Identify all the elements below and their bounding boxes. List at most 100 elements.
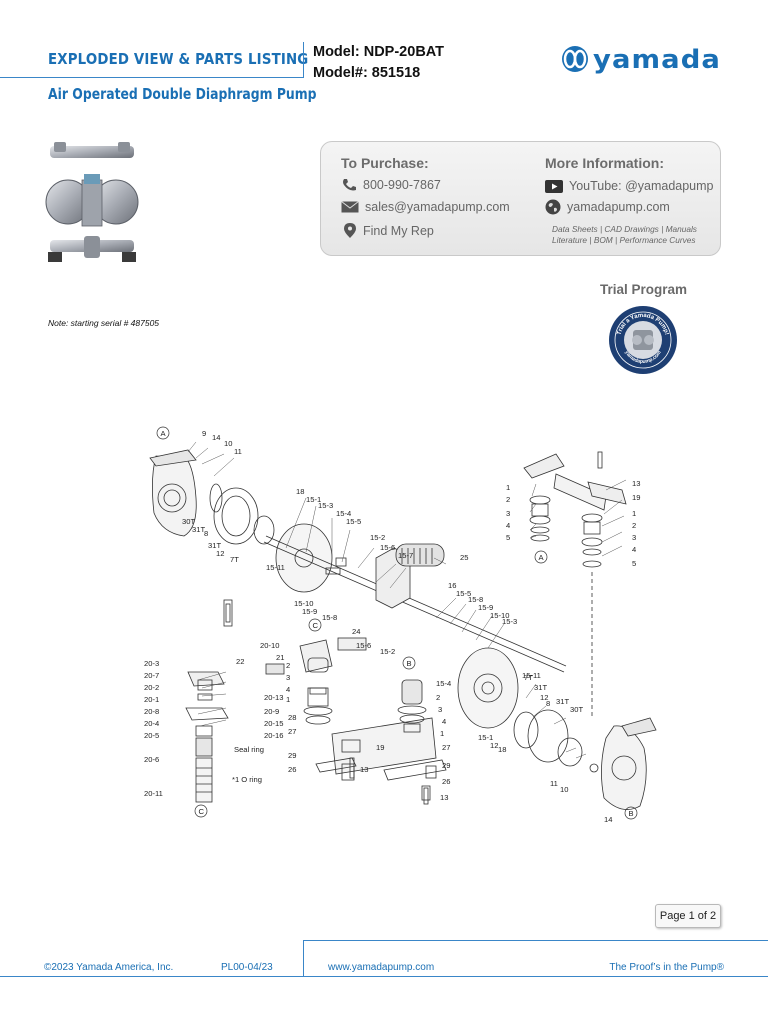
part-callout: 15-5 <box>456 589 471 598</box>
serial-note: Note: starting serial # 487505 <box>48 318 160 328</box>
page-subtitle: Air Operated Double Diaphragm Pump <box>48 85 317 103</box>
part-callout: 7T <box>230 555 239 564</box>
part-callout: 13 <box>632 479 640 488</box>
part-callout: 20-7 <box>144 671 159 680</box>
youtube-icon <box>545 179 563 193</box>
website-link[interactable]: yamadapump.com <box>545 199 670 215</box>
part-callout: 3 <box>438 705 442 714</box>
part-callout: 20-2 <box>144 683 159 692</box>
part-callout: 19 <box>632 493 640 502</box>
map-pin-icon <box>344 223 356 238</box>
callout-circle <box>402 656 416 670</box>
part-callout: A <box>161 429 167 438</box>
part-callout: 15-6 <box>380 543 395 552</box>
part-callout: 15-9 <box>302 607 317 616</box>
youtube-handle: YouTube: @yamadapump <box>569 179 714 193</box>
leader-lines <box>187 441 627 759</box>
part-callout: 1 <box>286 695 290 704</box>
part-callout: 29 <box>288 751 296 760</box>
part-callout: 13 <box>440 793 448 802</box>
part-callout: 20-15 <box>264 719 283 728</box>
contact-box <box>320 141 721 256</box>
part-callout: C <box>199 807 205 816</box>
part-callout: 15-10 <box>294 599 313 608</box>
part-callout: 15-5 <box>346 517 361 526</box>
part-callout: 15-3 <box>318 501 333 510</box>
part-callout: 2 <box>632 521 636 530</box>
part-callout: 27 <box>442 743 450 752</box>
part-callout: 20-13 <box>264 693 283 702</box>
footer-website-link[interactable]: www.yamadapump.com <box>328 962 435 973</box>
youtube-link[interactable]: YouTube: @yamadapump <box>545 179 714 193</box>
part-callout: 15-3 <box>502 617 517 626</box>
part-callout: 12 <box>490 741 498 750</box>
phone-link[interactable]: 800-990-7867 <box>341 178 441 192</box>
part-callout: 20-1 <box>144 695 159 704</box>
part-callout: 1 <box>506 483 510 492</box>
part-callout: 15-1 <box>478 733 493 742</box>
part-callout: 2 <box>286 661 290 670</box>
part-callout: 12 <box>216 549 224 558</box>
model-name: Model: NDP-20BAT <box>313 44 445 60</box>
email-link[interactable]: sales@yamadapump.com <box>341 200 510 214</box>
part-callout: 14 <box>212 433 220 442</box>
callout-circle <box>624 806 638 820</box>
part-callout: 30T <box>182 517 195 526</box>
part-callout: 15-4 <box>436 679 451 688</box>
page-indicator: Page 1 of 2 <box>655 904 721 928</box>
footer-vertical-divider <box>303 940 304 976</box>
footer-divider-top <box>303 940 768 941</box>
part-callout: A <box>539 553 545 562</box>
diagram-parts <box>149 449 657 810</box>
part-callout: 31T <box>556 697 569 706</box>
part-callout: B <box>629 809 634 818</box>
part-callout: 11 <box>234 447 242 456</box>
part-callout: 20-8 <box>144 707 159 716</box>
part-callout: 12 <box>540 693 548 702</box>
part-callout: 31T <box>192 525 205 534</box>
header-vertical-divider <box>303 42 304 78</box>
footer-copyright: ©2023 Yamada America, Inc. <box>44 962 174 973</box>
part-callout: 31T <box>534 683 547 692</box>
part-callout: 15-2 <box>370 533 385 542</box>
phone-icon <box>343 179 356 191</box>
part-callout: 8 <box>546 699 550 708</box>
part-callout: 18 <box>296 487 304 496</box>
callout-circle <box>194 804 208 818</box>
find-rep-label: Find My Rep <box>363 223 434 238</box>
part-callout: 26 <box>288 765 296 774</box>
part-callout: *1 O ring <box>232 775 262 784</box>
part-callout: 15-6 <box>356 641 371 650</box>
part-callout: 20-16 <box>264 731 283 740</box>
part-callout: 15-10 <box>490 611 509 620</box>
part-callout: 15-1 <box>306 495 321 504</box>
part-callout: 15-4 <box>336 509 351 518</box>
part-callout: 15-8 <box>322 613 337 622</box>
trial-program-badge[interactable]: Trial a Yamada Pump! yamadapump.com <box>608 305 678 375</box>
part-callout: 18 <box>498 745 506 754</box>
part-callout: 5 <box>506 533 510 542</box>
purchase-heading: To Purchase: <box>341 155 429 171</box>
logo-wordmark: yamada <box>593 45 721 74</box>
part-callout: C <box>313 621 319 630</box>
find-rep-link[interactable]: Find My Rep <box>343 223 434 238</box>
part-callout: 22 <box>236 657 244 666</box>
part-callout: 3 <box>286 673 290 682</box>
globe-icon <box>545 199 561 215</box>
part-callout: 15-8 <box>468 595 483 604</box>
part-callout: 15-2 <box>380 647 395 656</box>
part-callout: 24 <box>352 627 360 636</box>
part-callout: 4 <box>286 685 290 694</box>
part-callout: 20-5 <box>144 731 159 740</box>
part-callout: 14 <box>604 815 612 824</box>
part-callout: Seal ring <box>234 745 264 754</box>
header-divider <box>0 77 303 78</box>
part-callout: 20-9 <box>264 707 279 716</box>
part-callout: 3 <box>506 509 510 518</box>
part-callout: 20-10 <box>260 641 279 650</box>
part-callout: 29 <box>442 761 450 770</box>
part-callout: 11 <box>550 779 558 788</box>
part-callout: 16 <box>448 581 456 590</box>
